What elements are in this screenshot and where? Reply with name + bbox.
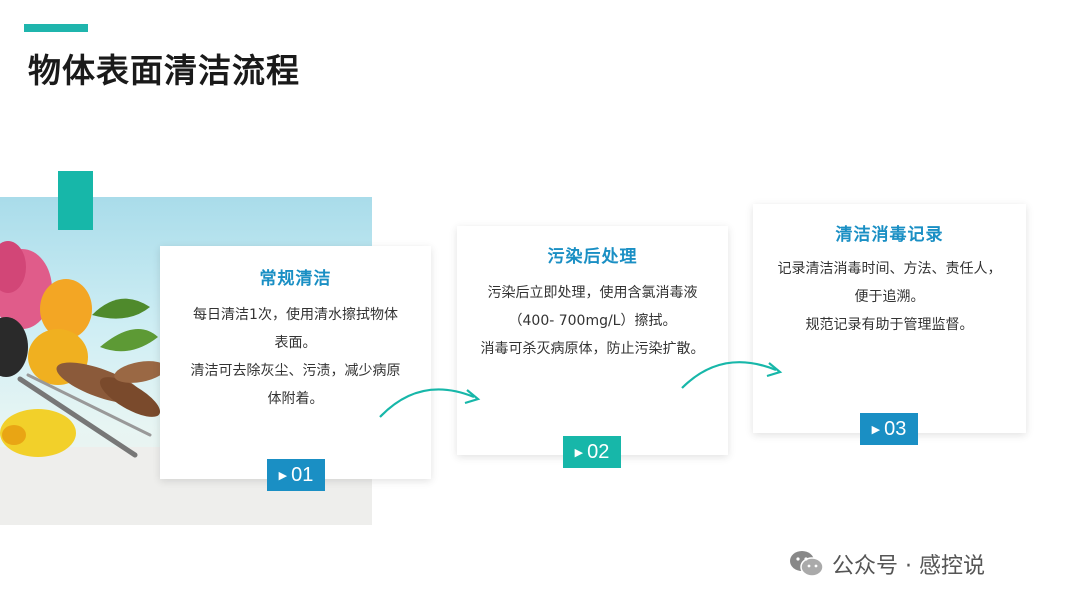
play-triangle-icon: ▶ [574,446,584,459]
step-3-line-2: 便于追溯。 [854,289,925,305]
step-1-badge: ▶ 01 [267,459,325,491]
step-3-badge: ▶ 03 [860,413,918,445]
step-1-number: 01 [291,463,314,486]
step-2-badge: ▶ 02 [563,436,621,468]
teal-accent-block [58,171,93,230]
step-3-heading: 清洁消毒记录 [835,225,944,245]
step-1-line-3: 清洁可去除灰尘、污渍，减少病原 [190,363,401,379]
step-1-line-2: 表面。 [274,335,317,351]
step-card-3: 清洁消毒记录 记录清洁消毒时间、方法、责任人， 便于追溯。 规范记录有助于管理监… [753,204,1026,433]
step-3-line-3: 规范记录有助于管理监督。 [805,317,974,333]
watermark-text: 公众号 · 感控说 [832,554,985,579]
step-2-line-3: 消毒可杀灭病原体，防止污染扩散。 [480,341,705,357]
play-triangle-icon: ▶ [871,423,881,436]
step-card-2: 污染后处理 污染后立即处理，使用含氯消毒液 （400- 700mg/L）擦拭。 … [457,226,728,455]
step-card-1: 常规清洁 每日清洁1次，使用清水擦拭物体 表面。 清洁可去除灰尘、污渍，减少病原… [160,246,431,479]
step-3-line-1: 记录清洁消毒时间、方法、责任人， [777,261,1002,277]
step-2-line-1: 污染后立即处理，使用含氯消毒液 [487,285,698,301]
curved-arrow-icon [681,361,783,389]
page-title: 物体表面清洁流程 [28,51,300,90]
watermark: 公众号 · 感控说 [788,548,985,580]
step-1-line-4: 体附着。 [267,391,324,407]
step-1-line-1: 每日清洁1次，使用清水擦拭物体 [193,307,398,323]
play-triangle-icon: ▶ [278,469,288,482]
step-3-number: 03 [884,417,907,440]
step-2-number: 02 [587,440,610,463]
title-accent-bar [24,24,88,32]
step-2-line-2: （400- 700mg/L）擦拭。 [508,313,677,329]
step-1-heading: 常规清洁 [259,269,332,289]
wechat-icon [790,551,824,577]
step-2-heading: 污染后处理 [547,247,638,267]
curved-arrow-icon [379,388,481,418]
